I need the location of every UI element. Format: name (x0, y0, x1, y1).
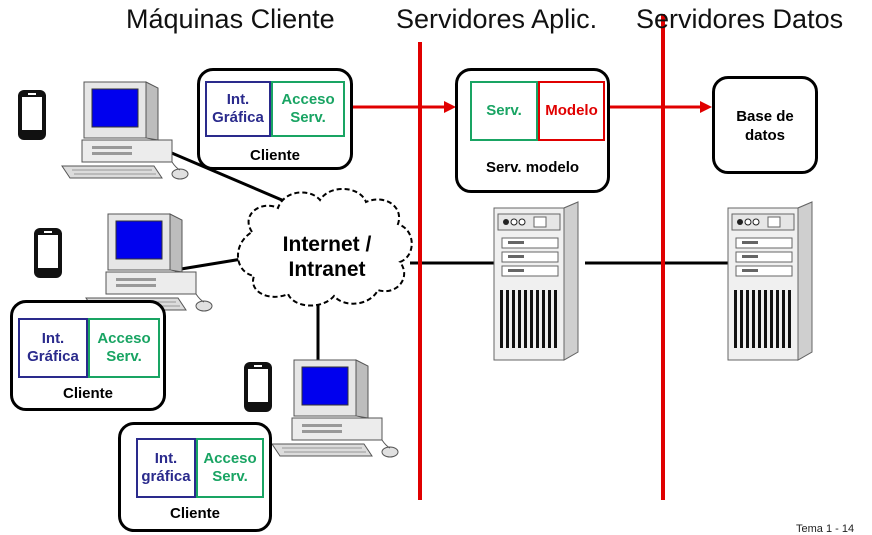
client-box-mid: Int. Gráfica Acceso Serv. Cliente (10, 300, 166, 411)
gui-component: Int. Gráfica (205, 81, 271, 137)
gui-component: Int. gráfica (136, 438, 196, 498)
access-component: Acceso Serv. (88, 318, 160, 378)
gui-component: Int. Gráfica (18, 318, 88, 378)
network-cloud-icon (237, 187, 413, 307)
app-server-box: Serv. Modelo Serv. modelo (455, 68, 610, 193)
client-caption: Cliente (62, 385, 113, 402)
client-caption: Cliente (169, 505, 220, 522)
data-server-tower-icon (727, 201, 813, 361)
smartphone-bottom-icon (244, 362, 272, 412)
client-caption: Cliente (249, 147, 300, 164)
column-title-clients: Máquinas Cliente (126, 4, 335, 34)
database-label: Base de datos (736, 108, 794, 144)
arrow-client-to-app (353, 101, 456, 113)
footer-page-label: Tema 1 - 14 (796, 523, 855, 535)
column-title-app-servers: Servidores Aplic. (396, 4, 598, 34)
model-component: Modelo (538, 81, 605, 141)
database-box: Base de datos (712, 76, 818, 174)
smartphone-top-icon (18, 90, 46, 140)
access-component: Acceso Serv. (196, 438, 264, 498)
desktop-pc-mid-icon (85, 213, 213, 312)
app-server-caption: Serv. modelo (485, 159, 580, 176)
desktop-pc-top-icon (61, 81, 189, 180)
app-server-tower-icon (493, 201, 579, 361)
column-title-data-servers: Servidores Datos (636, 4, 844, 34)
smartphone-mid-icon (34, 228, 62, 278)
network-label: Internet / Intranet (282, 233, 372, 281)
access-component: Acceso Serv. (271, 81, 345, 137)
client-box-top: Int. Gráfica Acceso Serv. Cliente (197, 68, 353, 170)
arrow-app-to-data (610, 101, 712, 113)
client-box-bottom: Int. gráfica Acceso Serv. Cliente (118, 422, 272, 532)
wire-mid-client (174, 256, 249, 272)
desktop-pc-bottom-icon (271, 359, 399, 458)
serv-component: Serv. (470, 81, 538, 141)
